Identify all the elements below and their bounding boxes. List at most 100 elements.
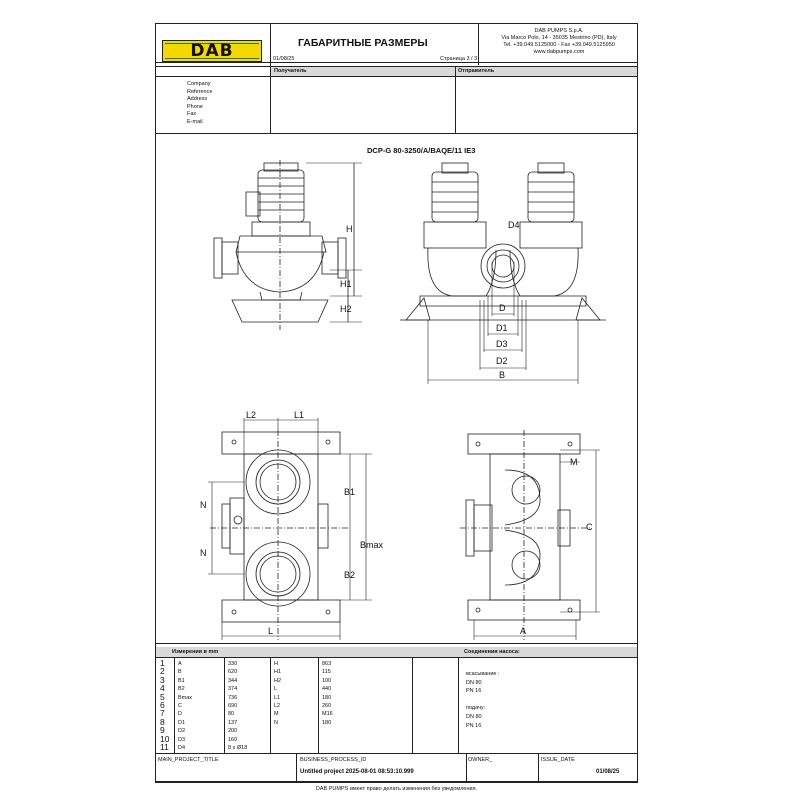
business-process-value: Untitled project 2025-08-01 08:53:10.999 (300, 769, 414, 775)
footer-top (155, 753, 638, 754)
table-col-1 (174, 657, 175, 753)
dim-value: 160 (228, 736, 238, 743)
disclaimer: DAB PUMPS имеет право делать изменения б… (315, 786, 478, 792)
technical-drawing: H H1 H2 D4 D D1 D3 D2 B L2 L1 N N B1 Bma… (200, 160, 606, 640)
dim-value: 8 x Ø18 (228, 745, 248, 752)
dim-Bmax: Bmax (360, 540, 384, 550)
row-number: 5 (160, 691, 165, 702)
front-dimensions (427, 262, 579, 384)
bottom-view (460, 430, 590, 640)
side-view (213, 160, 347, 330)
dim-B2: B2 (344, 570, 355, 580)
header-vdivider-2 (478, 23, 479, 65)
dim-value: 620 (228, 669, 238, 676)
recipient-band (271, 66, 637, 76)
band-vdivider (455, 66, 456, 133)
contact-field: E-mail (187, 118, 203, 125)
base-plate (231, 299, 329, 323)
main-project-label: MAIN_PROJECT_TITLE (158, 757, 219, 763)
dab-logo: DAB (162, 40, 262, 62)
dim-L: L (268, 626, 273, 636)
row-number: 7 (160, 708, 165, 719)
table-col-5 (412, 657, 413, 753)
dim-L1: L1 (294, 410, 304, 420)
col2-names: H H1 H2 L L1 L2 M N (274, 660, 281, 727)
dim-value: 180 (322, 719, 332, 726)
header-divider (155, 62, 638, 63)
table-header-band (156, 647, 637, 657)
dim-name: B (178, 669, 182, 676)
table-units-label: Измерения в mm (172, 649, 219, 655)
motor-left (431, 171, 479, 223)
company-line: www.dabpumps.com (533, 49, 585, 55)
dim-N-lower: N (200, 548, 207, 558)
dim-name: H2 (274, 677, 282, 684)
dim-N-upper: N (200, 500, 207, 510)
dim-D4: D4 (508, 220, 520, 230)
connection-line: всасывание : (466, 671, 500, 677)
table-col-3 (270, 657, 271, 753)
dim-M: M (570, 457, 578, 467)
flange-outer (480, 243, 526, 289)
dim-D: D (499, 303, 506, 313)
col2-values: 863 115 100 440 180 260 M16 180 (322, 660, 333, 727)
connection-line: PN 16 (466, 722, 482, 729)
logo-stripe-top (165, 43, 259, 44)
footer-bottom (155, 782, 638, 783)
dim-name: D3 (178, 736, 186, 743)
dim-C: C (586, 522, 593, 532)
top-view (210, 430, 350, 640)
dim-name: D4 (178, 745, 186, 752)
drawing-sheet (155, 23, 638, 782)
dim-value: 100 (322, 677, 332, 684)
front-view (400, 162, 606, 321)
dim-H: H (346, 224, 353, 234)
connection-line (466, 696, 500, 705)
row-number: 6 (160, 700, 165, 711)
dim-value: 374 (228, 686, 238, 693)
row-number: 1 (160, 658, 165, 668)
connections-list: всасывание : DN 80 PN 16 подачу: DN 80 P… (466, 670, 500, 730)
footer-vdivider-3 (538, 753, 539, 782)
col1-names: A B B1 B2 Bmax C D D1 D2 D3 D4 (178, 660, 192, 752)
dim-name: L2 (274, 703, 281, 710)
contact-field: Address (187, 96, 208, 102)
connection-line: подачу: (466, 705, 486, 712)
dim-value: 690 (228, 703, 238, 710)
dim-name: H1 (274, 669, 282, 676)
bottom-flange-plate (221, 599, 341, 623)
issue-date-label: ISSUE_DATE (541, 757, 575, 763)
contact-field: Fax (187, 111, 197, 117)
contact-bottom (155, 133, 638, 134)
footer-vdivider-2 (466, 753, 467, 782)
dim-name: D (178, 711, 182, 718)
row-numbers: 1 2 3 4 5 6 7 8 9 10 11 (160, 658, 170, 753)
contact-fields: Company Reference Address Phone Fax E-ma… (187, 81, 212, 126)
dim-name: H (274, 661, 278, 667)
business-process-label: BUSINESS_PROCESS_ID (300, 757, 367, 763)
contact-field: Phone (187, 103, 203, 110)
dim-name: B2 (178, 686, 185, 693)
model-title: DCP-G 80-3250/A/BAQE/11 IE3 (367, 146, 476, 155)
row-number: 11 (160, 742, 169, 753)
connections-header: Соединения насоса: (464, 649, 520, 655)
dim-value: 330 (228, 661, 238, 667)
dim-name: N (274, 719, 278, 726)
company-info: DAB PUMPS S.p.A. Via Marco Polo, 14 - 35… (480, 28, 638, 56)
dim-name: M (274, 711, 279, 718)
company-line: Via Marco Polo, 14 - 35035 Mestrino (PD)… (501, 35, 617, 41)
dim-name: D2 (178, 728, 186, 735)
table-top (155, 643, 638, 644)
dim-H1: H1 (340, 279, 352, 289)
recipient-label: Получатель (274, 68, 307, 74)
top-flange-plate (221, 431, 341, 455)
connection-line: DN 80 (466, 713, 482, 720)
owner-label: OWNER_ (468, 757, 493, 763)
dim-name: Bmax (178, 694, 193, 701)
row-number: 10 (160, 733, 170, 744)
page-indicator: Страница 3 / 3 (440, 56, 478, 62)
dim-name: L (274, 686, 278, 693)
connection-line: PN 16 (466, 688, 482, 695)
dim-value: 863 (322, 661, 332, 667)
company-line: DAB PUMPS S.p.A. (534, 28, 584, 34)
